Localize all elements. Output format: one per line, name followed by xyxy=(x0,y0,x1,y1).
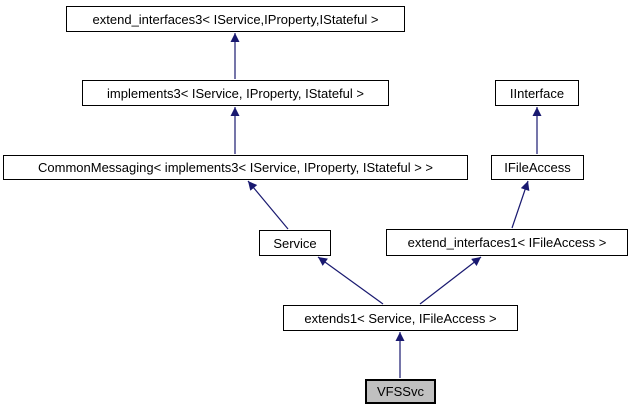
node-service[interactable]: Service xyxy=(259,230,331,256)
edge-extends1-to-service xyxy=(317,256,384,305)
edge-extend-interfaces1-to-ifileaccess xyxy=(511,180,530,229)
node-commonmessaging[interactable]: CommonMessaging< implements3< IService, … xyxy=(3,155,468,180)
node-vfssvc[interactable]: VFSSvc xyxy=(365,379,436,404)
node-extend-interfaces3[interactable]: extend_interfaces3< IService,IProperty,I… xyxy=(66,6,405,32)
node-extend-interfaces1[interactable]: extend_interfaces1< IFileAccess > xyxy=(386,229,628,256)
edge-extends1-to-extend-interfaces1 xyxy=(419,256,482,305)
node-implements3[interactable]: implements3< IService, IProperty, IState… xyxy=(82,80,389,106)
edge-service-to-commonmessaging xyxy=(247,180,289,230)
node-extends1[interactable]: extends1< Service, IFileAccess > xyxy=(283,305,518,331)
node-iinterface[interactable]: IInterface xyxy=(495,80,579,106)
node-ifileaccess[interactable]: IFileAccess xyxy=(491,155,584,180)
